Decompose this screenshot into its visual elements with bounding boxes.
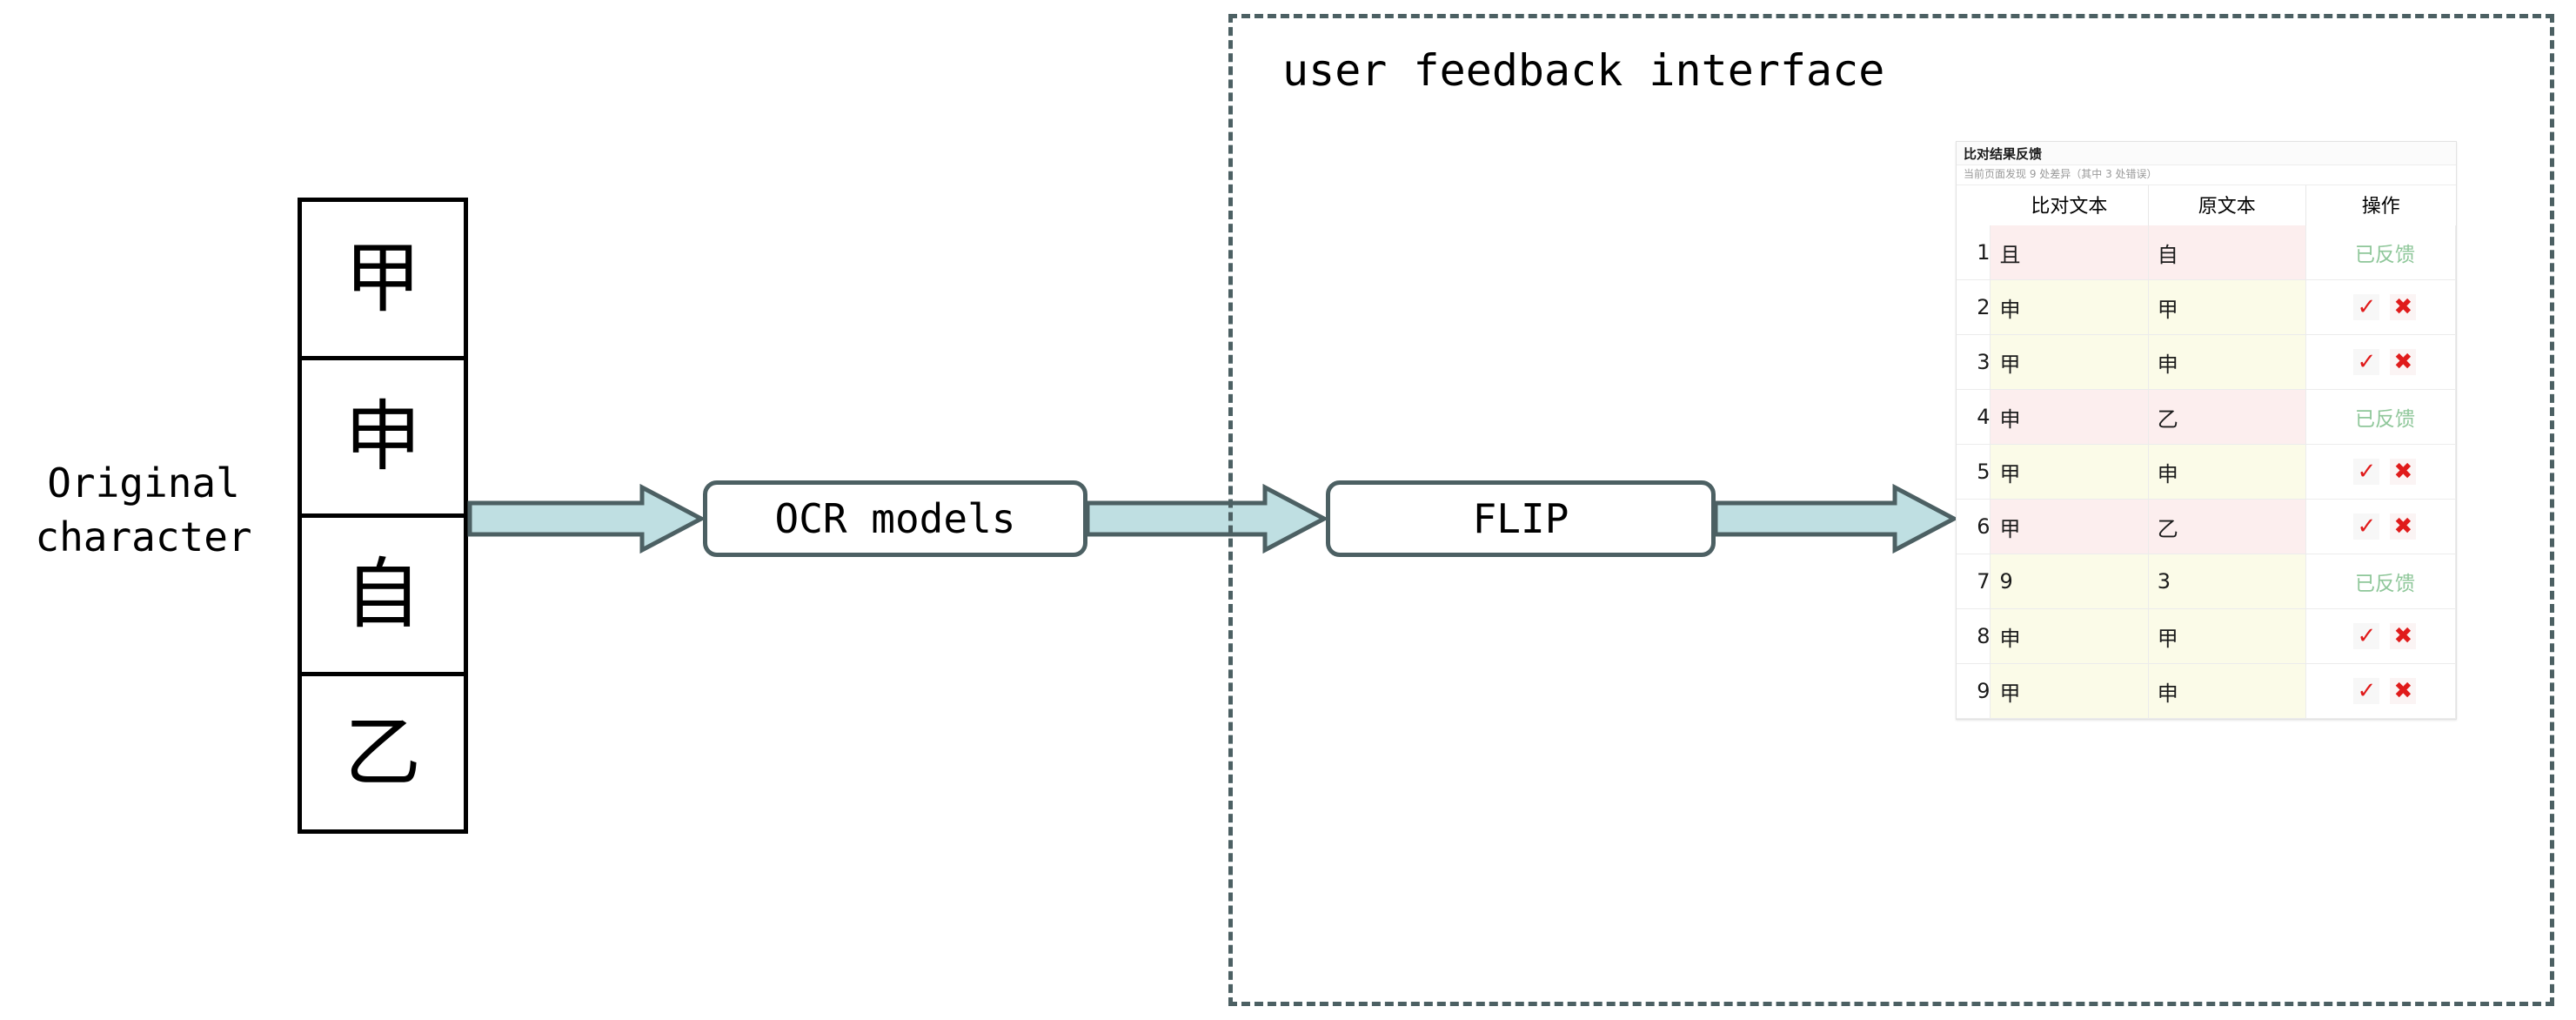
- reject-icon[interactable]: ✖: [2390, 459, 2417, 485]
- comparison-feedback-panel: 比对结果反馈 当前页面发现 9 处差异（其中 3 处错误） 比对文本 原文本 操…: [1956, 141, 2457, 720]
- flow-arrow-to-flip: [1085, 483, 1329, 554]
- user-feedback-interface-region: [1228, 14, 2554, 1006]
- cell-compare-text: 9: [1990, 554, 2149, 609]
- row-index: 2: [1957, 279, 1991, 335]
- cell-original-text: 甲: [2148, 279, 2306, 335]
- reject-icon[interactable]: ✖: [2390, 513, 2417, 540]
- character-cell: 甲: [302, 202, 464, 360]
- cell-compare-text: 申: [1990, 608, 2149, 664]
- row-index: 4: [1957, 389, 1991, 445]
- cell-compare-text: 甲: [1990, 334, 2149, 390]
- cell-original-text: 3: [2148, 554, 2306, 609]
- accept-icon[interactable]: ✓: [2353, 294, 2380, 320]
- cell-original-text: 申: [2148, 663, 2306, 719]
- column-header-action: 操作: [2305, 185, 2456, 225]
- character-cell: 申: [302, 360, 464, 518]
- cell-action: ✓✖: [2305, 499, 2457, 554]
- row-index: 9: [1957, 663, 1991, 719]
- cell-original-text: 乙: [2148, 499, 2306, 554]
- accept-icon[interactable]: ✓: [2353, 623, 2380, 649]
- action-icon-group: ✓✖: [2353, 459, 2417, 485]
- cell-compare-text: 甲: [1990, 499, 2149, 554]
- row-index: 1: [1957, 225, 1991, 280]
- row-index: 5: [1957, 444, 1991, 500]
- flip-node: FLIP: [1326, 480, 1716, 557]
- cell-compare-text: 甲: [1990, 444, 2149, 500]
- row-index: 7: [1957, 554, 1991, 609]
- panel-header: 比对结果反馈: [1957, 142, 2456, 165]
- row-index: 6: [1957, 499, 1991, 554]
- cell-action: ✓✖: [2305, 279, 2457, 335]
- reject-icon[interactable]: ✖: [2390, 349, 2417, 375]
- cell-original-text: 乙: [2148, 389, 2306, 445]
- cell-action: ✓✖: [2305, 334, 2457, 390]
- status-already-reported: 已反馈: [2354, 408, 2415, 431]
- cell-original-text: 自: [2148, 225, 2306, 280]
- column-header-original-text: 原文本: [2148, 185, 2306, 225]
- status-already-reported: 已反馈: [2354, 573, 2415, 595]
- cell-action: ✓✖: [2305, 663, 2457, 719]
- table-header-row: 比对文本 原文本 操作: [1957, 185, 2456, 225]
- column-header-index: [1957, 185, 1991, 225]
- cell-original-text: 申: [2148, 444, 2306, 500]
- action-icon-group: ✓✖: [2353, 623, 2417, 649]
- accept-icon[interactable]: ✓: [2353, 678, 2380, 704]
- cell-original-text: 申: [2148, 334, 2306, 390]
- action-icon-group: ✓✖: [2353, 349, 2417, 375]
- accept-icon[interactable]: ✓: [2353, 349, 2380, 375]
- cell-action: 已反馈: [2305, 554, 2457, 609]
- reject-icon[interactable]: ✖: [2390, 294, 2417, 320]
- status-already-reported: 已反馈: [2354, 244, 2415, 266]
- original-character-label: Original character: [35, 460, 252, 560]
- original-character-stack: 甲 申 自 乙: [298, 198, 468, 834]
- action-icon-group: ✓✖: [2353, 513, 2417, 540]
- cell-action: 已反馈: [2305, 389, 2457, 445]
- accept-icon[interactable]: ✓: [2353, 459, 2380, 485]
- flow-arrow-to-ocr: [467, 483, 706, 554]
- ocr-models-node: OCR models: [703, 480, 1087, 557]
- column-header-compare-text: 比对文本: [1990, 185, 2149, 225]
- cell-original-text: 甲: [2148, 608, 2306, 664]
- row-index: 8: [1957, 608, 1991, 664]
- character-cell: 乙: [344, 707, 421, 797]
- panel-subtitle: 当前页面发现 9 处差异（其中 3 处错误）: [1957, 165, 2456, 185]
- reject-icon[interactable]: ✖: [2390, 678, 2417, 704]
- reject-icon[interactable]: ✖: [2390, 623, 2417, 649]
- cell-compare-text: 甲: [1990, 663, 2149, 719]
- flow-arrow-to-feedback: [1713, 483, 1959, 554]
- action-icon-group: ✓✖: [2353, 678, 2417, 704]
- panel-title: 比对结果反馈: [1964, 146, 2043, 162]
- accept-icon[interactable]: ✓: [2353, 513, 2380, 540]
- action-icon-group: ✓✖: [2353, 294, 2417, 320]
- user-feedback-interface-title: user feedback interface: [1282, 45, 1885, 96]
- cell-action: ✓✖: [2305, 608, 2457, 664]
- cell-action: ✓✖: [2305, 444, 2457, 500]
- character-cell: 自: [302, 518, 464, 676]
- cell-compare-text: 申: [1990, 389, 2149, 445]
- row-index: 3: [1957, 334, 1991, 390]
- cell-compare-text: 且: [1990, 225, 2149, 280]
- cell-compare-text: 申: [1990, 279, 2149, 335]
- cell-action: 已反馈: [2305, 225, 2457, 280]
